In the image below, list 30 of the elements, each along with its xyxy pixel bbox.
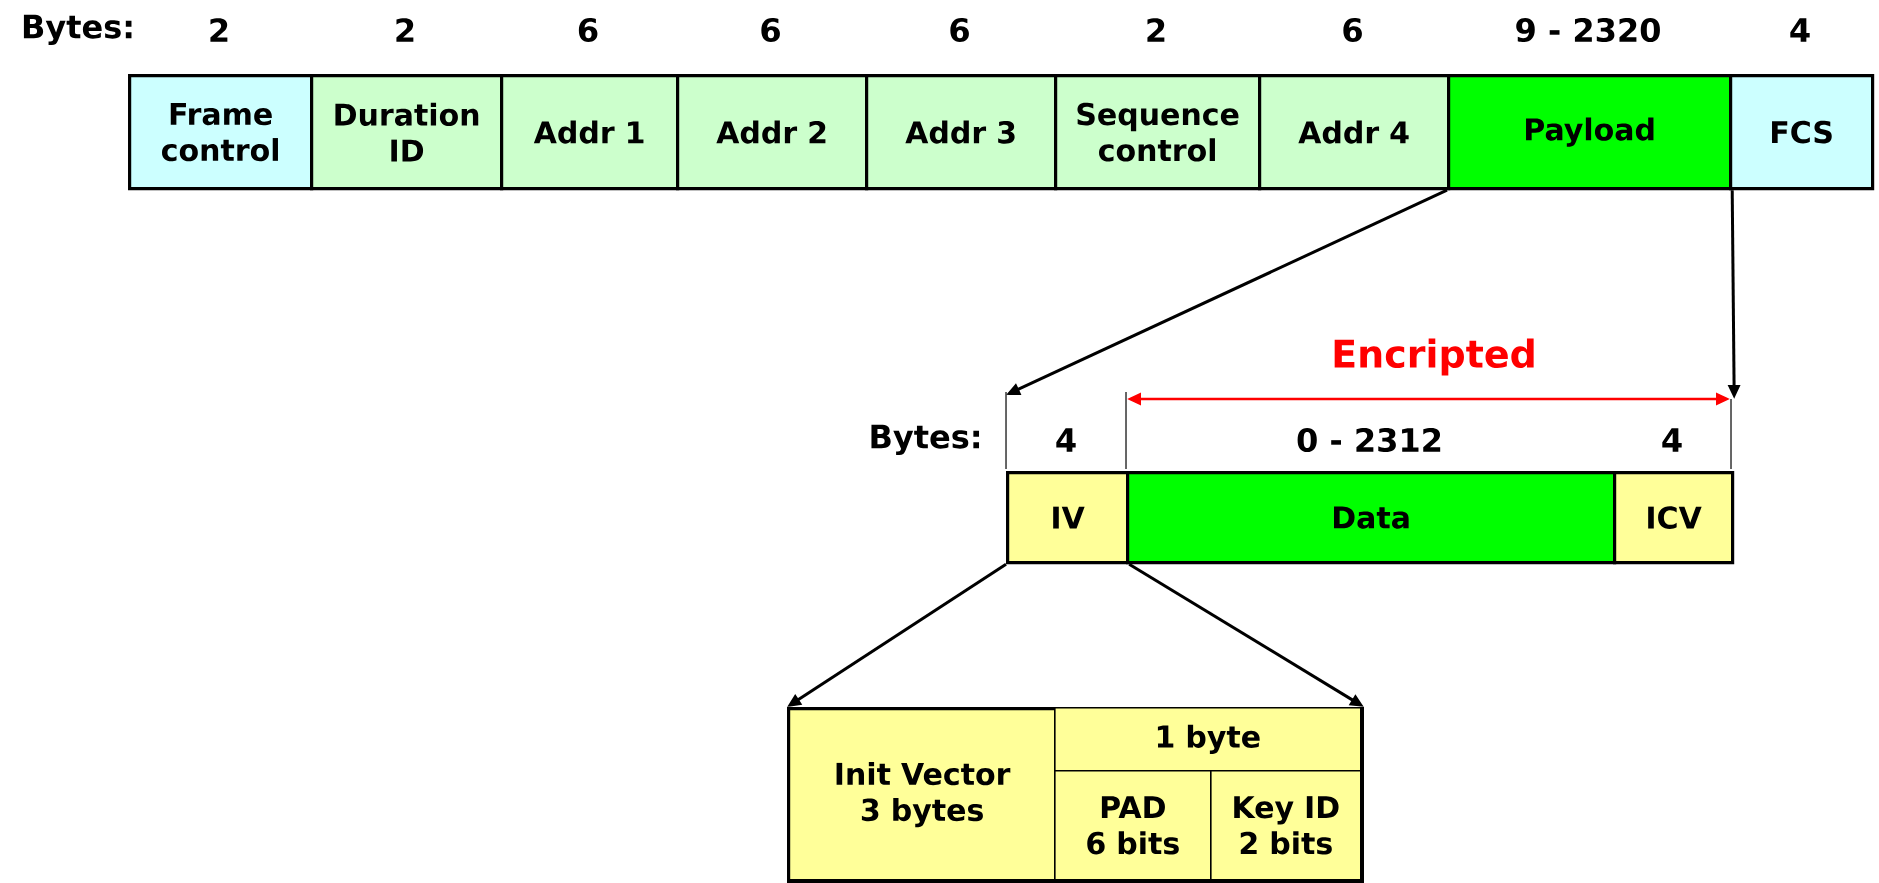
field-box: Key ID 2 bits	[1210, 770, 1362, 881]
field-box: Addr 2	[676, 74, 869, 191]
field-box: Addr 1	[500, 74, 680, 191]
field-box: Data	[1126, 471, 1617, 565]
byte-count: 9 - 2320	[1516, 17, 1660, 43]
byte-count: 6	[1343, 17, 1362, 43]
field-box: Frame control	[128, 74, 314, 191]
byte-count: 6	[578, 17, 598, 43]
field-box: PAD 6 bits	[1054, 770, 1212, 881]
field-box: ICV	[1613, 471, 1735, 565]
byte-count: 2	[1147, 18, 1165, 42]
byte-count: 6	[950, 17, 969, 43]
field-box: Payload	[1447, 74, 1733, 191]
byte-count: 0 - 2312	[1297, 427, 1441, 453]
field-box: Sequence control	[1054, 74, 1262, 191]
field-box: Addr 4	[1258, 74, 1451, 191]
byte-count: 4	[1662, 428, 1682, 452]
label: Encripted	[1334, 338, 1534, 376]
field-box: Duration ID	[310, 74, 504, 191]
byte-count: 2	[396, 18, 414, 42]
byte-count: 4	[1790, 18, 1810, 42]
field-box: IV	[1006, 471, 1130, 565]
byte-count: 2	[210, 18, 228, 42]
field-box: Addr 3	[865, 74, 1058, 191]
byte-count: 6	[761, 17, 780, 43]
byte-count: 4	[1056, 428, 1076, 452]
label: Bytes:	[871, 424, 979, 456]
field-box: 1 byte	[1054, 707, 1362, 772]
field-box: FCS	[1729, 74, 1875, 191]
label: Bytes:	[23, 14, 132, 46]
